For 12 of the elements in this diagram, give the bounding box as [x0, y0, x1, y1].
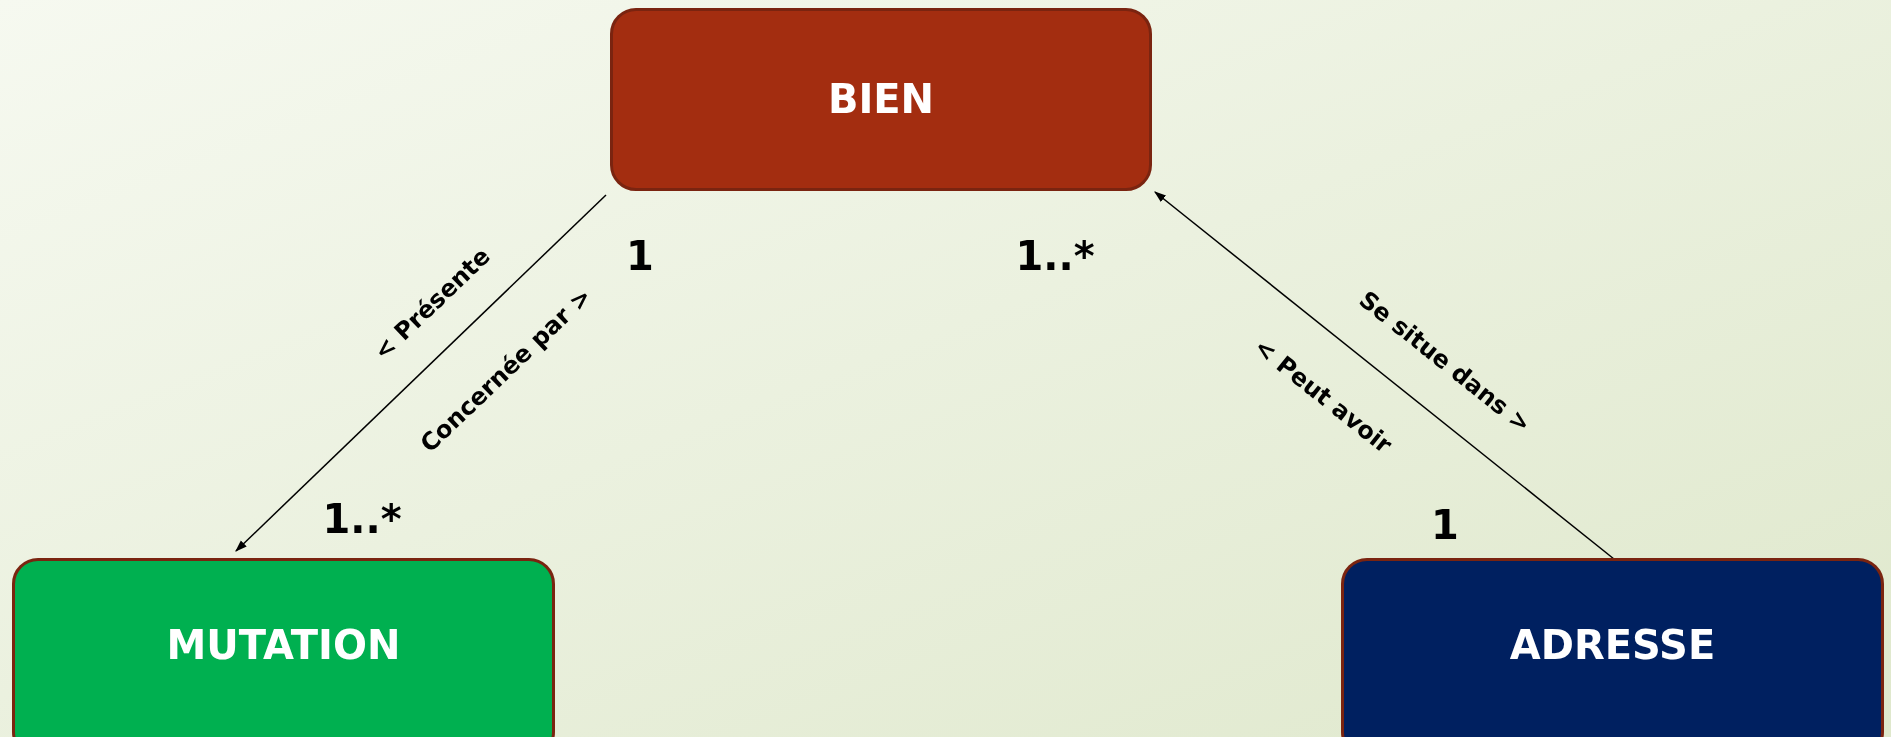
entity-box	[610, 8, 1152, 191]
relation-label: 1	[1431, 505, 1459, 545]
arrow	[1154, 191, 1615, 560]
relation-label: 1	[626, 236, 654, 276]
relation-label: 1..*	[1015, 236, 1095, 276]
entity-box	[1341, 558, 1884, 737]
arrow	[235, 194, 607, 552]
entity-name: MUTATION	[166, 625, 401, 665]
entity-name: ADRESSE	[1509, 625, 1716, 665]
entity-box	[12, 558, 555, 737]
entity-name: BIEN	[827, 79, 935, 119]
relation-label: 1..*	[322, 499, 402, 539]
